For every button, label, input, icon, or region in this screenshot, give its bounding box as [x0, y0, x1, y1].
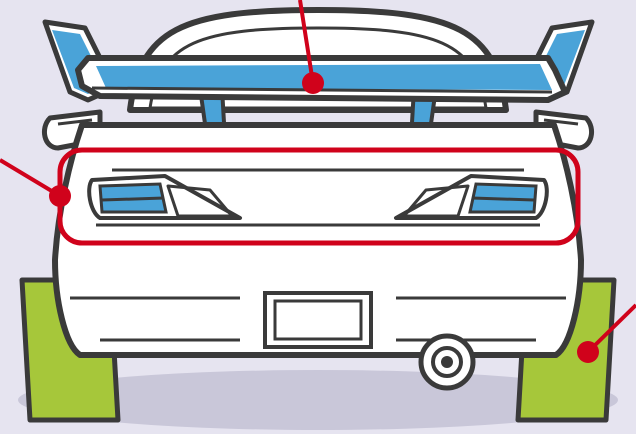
license-plate — [265, 293, 371, 347]
exhaust-pipe — [421, 336, 473, 388]
